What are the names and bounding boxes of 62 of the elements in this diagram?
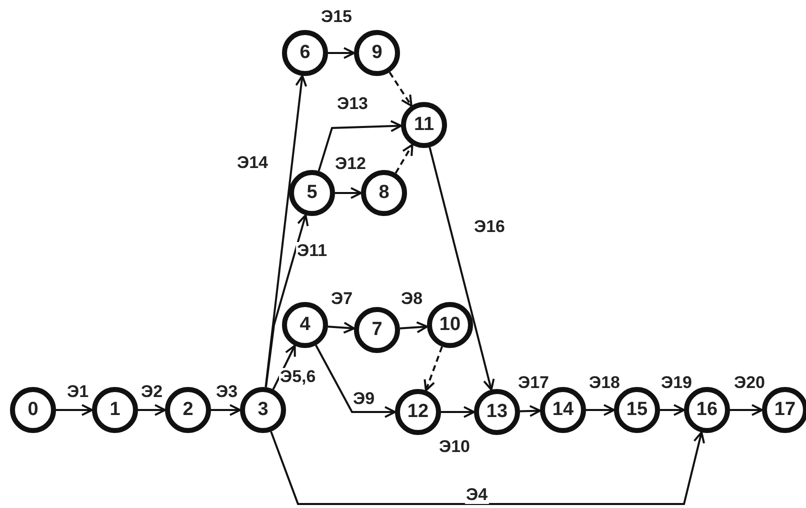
event-circle [395, 389, 441, 435]
event-circle [354, 307, 400, 353]
arrow [56, 404, 93, 416]
event-number: 17 [774, 399, 796, 421]
arrow [264, 214, 309, 388]
event-circle [165, 387, 211, 433]
arrow [424, 346, 443, 392]
event-number: 12 [407, 401, 429, 423]
event-number: 1 [110, 399, 120, 421]
event-number: 13 [486, 401, 508, 423]
event-number: 7 [372, 319, 382, 341]
event-number: 4 [300, 314, 310, 336]
edge-label: Э5,6 [279, 368, 317, 386]
arrow [270, 431, 706, 505]
event-circle [427, 302, 473, 348]
arrow [586, 404, 615, 416]
arrow [441, 406, 475, 418]
arrow [400, 321, 428, 334]
event-number: 3 [258, 399, 268, 421]
arrow [335, 187, 362, 199]
arrow [388, 72, 412, 107]
event-circle [474, 389, 520, 435]
event-circle [762, 387, 806, 433]
event-number: 15 [626, 399, 648, 421]
event-circle [614, 387, 660, 433]
arrow [315, 344, 396, 418]
event-circle [289, 170, 335, 216]
event-number: 10 [439, 314, 461, 336]
arrow [264, 74, 308, 388]
arrow [428, 147, 495, 391]
event-number: 5 [306, 182, 318, 204]
arrow [328, 322, 356, 334]
arrow [138, 404, 166, 416]
arrow [520, 405, 541, 417]
event-circle [92, 387, 138, 433]
event-circle [282, 30, 328, 76]
event-number: 11 [414, 114, 434, 136]
edge-label: Э19 [660, 374, 694, 392]
arrow [318, 120, 402, 172]
event-circle [401, 102, 447, 148]
event-circle [540, 387, 586, 433]
arrow [394, 144, 414, 174]
event-circle [240, 387, 286, 433]
event-circle [354, 30, 400, 76]
arrow [272, 344, 296, 390]
event-circle [684, 387, 730, 433]
event-number: 9 [372, 42, 382, 64]
event-number: 16 [696, 399, 718, 421]
edge-label: Э4 [465, 486, 489, 504]
edge-label: Э17 [517, 374, 550, 392]
arrow [328, 47, 355, 59]
event-circle [282, 302, 328, 348]
event-number: 6 [300, 42, 310, 64]
event-circle [361, 170, 407, 216]
event-number: 8 [378, 182, 390, 204]
arrow [211, 404, 241, 416]
event-circle [10, 387, 56, 433]
arrow [660, 404, 685, 416]
event-number: 0 [28, 399, 38, 421]
event-number: 14 [552, 399, 574, 421]
event-number: 2 [182, 399, 194, 421]
arrow [730, 404, 763, 416]
